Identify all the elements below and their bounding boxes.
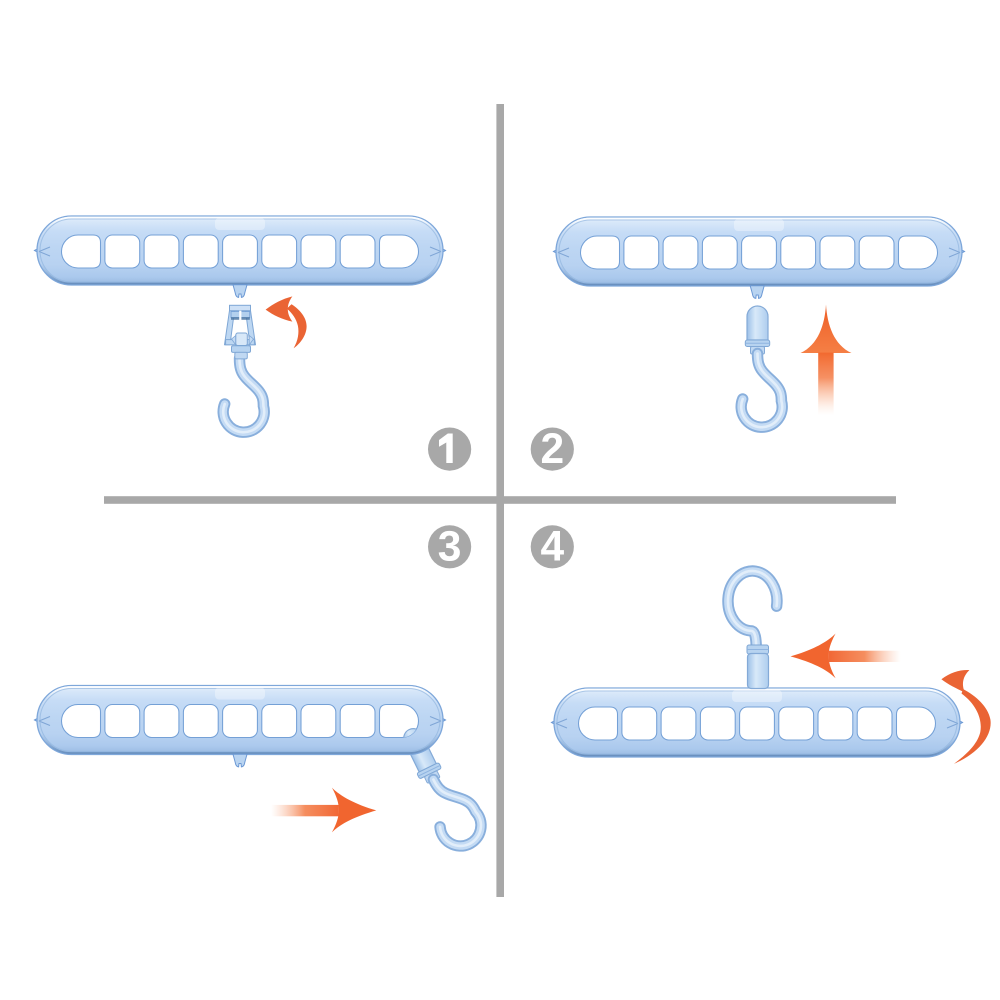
svg-text:4: 4: [540, 524, 564, 571]
svg-text:3: 3: [438, 524, 462, 571]
svg-text:2: 2: [540, 426, 564, 473]
